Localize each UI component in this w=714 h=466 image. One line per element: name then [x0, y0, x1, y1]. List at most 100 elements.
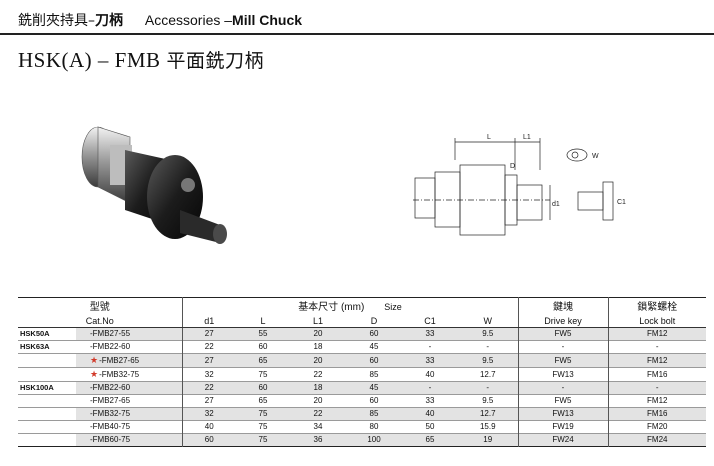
col-C1: C1: [402, 314, 458, 328]
col-bolt-cn: 鎖緊螺栓: [607, 297, 706, 314]
row-group: HSK100A: [18, 381, 76, 395]
cell-L: 75: [236, 407, 290, 421]
cell-lock-bolt: FM20: [607, 420, 706, 434]
cell-d1: 22: [181, 381, 236, 395]
cell-W: 9.5: [458, 353, 518, 368]
col-key-cn: 鍵塊: [517, 297, 608, 314]
cell-W: -: [458, 381, 518, 395]
cell-L1: 22: [313, 369, 323, 379]
cell-L: 75: [258, 369, 268, 379]
col-bolt-en: Lock bolt: [607, 314, 706, 328]
cell-W: 19: [458, 433, 518, 447]
cell-L1: 36: [290, 433, 346, 447]
cell-L1: 20: [290, 327, 346, 341]
cell-drive-key: -: [517, 340, 608, 354]
cell-L1: 18: [290, 381, 346, 395]
cell-D: 85: [346, 407, 402, 421]
spec-table: 型號 基本尺寸 (mm)Size 鍵塊 鎖緊螺栓 Cat.No d1 L L1 …: [18, 297, 706, 447]
row-cat-no: -FMB22-60: [76, 381, 182, 395]
row-cat-no: -FMB32-75: [76, 407, 182, 421]
cell-d1: 60: [181, 433, 236, 447]
header-rule: [0, 33, 714, 35]
row-cat-no: ★-FMB27-65: [76, 353, 182, 368]
cell-lock-bolt: FM12: [607, 327, 706, 341]
cell-L: 75: [236, 433, 290, 447]
cell-W: 12.7: [458, 407, 518, 421]
row-group: HSK63A: [18, 340, 76, 354]
dimension-drawing: L L1 D d1 W C1: [413, 134, 626, 236]
cell-lock-bolt: -: [607, 381, 706, 395]
cell-lock-bolt: -: [607, 340, 706, 354]
cell-drive-key: FW24: [517, 433, 608, 447]
cell-d1: 32: [181, 367, 236, 382]
category-cn: 銑削夾持具–刀柄: [18, 13, 123, 29]
cell-D: 45: [346, 381, 402, 395]
recommended-icon: ★: [90, 369, 99, 379]
cell-C1: -: [402, 381, 458, 395]
label-L: L: [487, 134, 491, 141]
col-key-en: Drive key: [517, 314, 608, 328]
row-cat-no: -FMB40-75: [90, 422, 131, 431]
row-group: [18, 367, 76, 382]
cell-L1: 20: [290, 353, 346, 368]
cell-W: 9.5: [458, 327, 518, 341]
cell-lock-bolt: FM12: [607, 394, 706, 408]
cell-d1: 40: [181, 420, 236, 434]
col-dim-header: 基本尺寸 (mm)Size: [181, 297, 518, 314]
cell-L: 60: [236, 381, 290, 395]
label-L1: L1: [523, 134, 531, 141]
col-L: L: [236, 314, 290, 328]
row-cat-no: -FMB60-75: [76, 433, 182, 447]
col-model-en: Cat.No: [18, 314, 182, 328]
label-C1: C1: [617, 199, 626, 206]
cell-C1: 50: [425, 422, 435, 431]
cell-L: 60: [258, 342, 268, 351]
cell-D: 85: [369, 369, 379, 379]
row-group: [18, 353, 76, 368]
cell-d1: 27: [181, 327, 236, 341]
cell-L1: 34: [313, 422, 323, 431]
product-name-cn: 平面銑刀柄: [166, 50, 265, 72]
row-group: [18, 407, 76, 421]
cell-lock-bolt: FM16: [607, 407, 706, 421]
label-d1: d1: [552, 201, 560, 208]
cell-L1: 18: [313, 342, 323, 351]
product-model: HSK(A) – FMB: [18, 48, 161, 72]
col-D: D: [346, 314, 402, 328]
cell-d1: 27: [181, 353, 236, 368]
cell-W: 9.5: [482, 396, 494, 405]
cell-L: 55: [236, 327, 290, 341]
cell-L: 65: [236, 353, 290, 368]
cell-C1: -: [428, 342, 432, 351]
product-photo: [81, 126, 227, 244]
label-D: D: [510, 163, 515, 170]
cell-D: 45: [369, 342, 379, 351]
row-group: HSK50A: [18, 327, 76, 341]
col-d1: d1: [181, 314, 236, 328]
cell-lock-bolt: FM16: [607, 367, 706, 382]
row-group: [18, 394, 76, 408]
cell-drive-key: FW5: [517, 327, 608, 341]
col-W: W: [458, 314, 518, 328]
row-group: [18, 433, 76, 447]
cell-d1: 22: [181, 340, 236, 354]
category-en: Accessories –Mill Chuck: [144, 12, 303, 28]
cell-W: 12.7: [479, 369, 496, 379]
col-model-cn: 型號: [89, 302, 110, 313]
cell-D: 80: [369, 422, 379, 431]
row-cat-no: -FMB27-65: [90, 396, 131, 405]
cell-W: 15.9: [479, 422, 496, 431]
cell-drive-key: FW13: [517, 367, 608, 382]
row-group: [18, 420, 76, 434]
cell-D: 60: [346, 327, 402, 341]
row-cat-no: ★-FMB32-75: [90, 369, 140, 379]
cell-lock-bolt: FM24: [607, 433, 706, 447]
cell-d1: 27: [181, 394, 236, 408]
